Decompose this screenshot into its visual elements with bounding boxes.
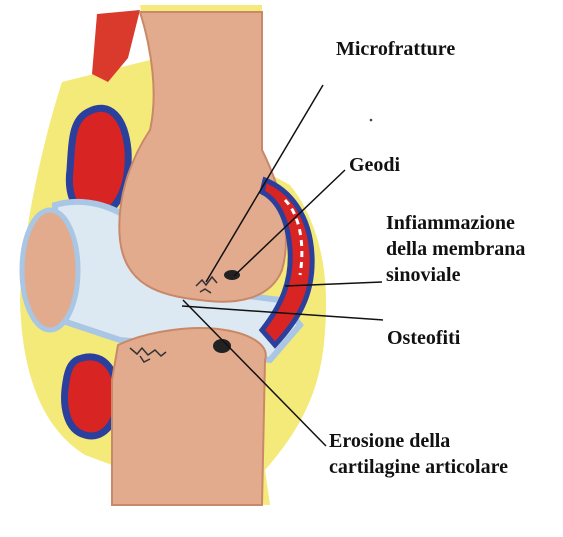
geode-cyst	[224, 270, 240, 280]
patella	[22, 210, 78, 330]
femur	[119, 12, 286, 302]
label-geodi-text: Geodi	[349, 152, 400, 178]
label-osteofiti: Osteofiti	[387, 325, 460, 351]
label-infiammazione-line-1: Infiammazione	[386, 210, 525, 236]
tibia	[112, 328, 266, 505]
label-osteofiti-text: Osteofiti	[387, 325, 460, 351]
label-infiammazione-line-3: sinoviale	[386, 262, 525, 288]
label-infiammazione: Infiammazione della membrana sinoviale	[386, 210, 525, 288]
label-infiammazione-line-2: della membrana	[386, 236, 525, 262]
stray-dot	[370, 119, 373, 122]
label-geodi: Geodi	[349, 152, 400, 178]
label-microfratture: Microfratture	[336, 36, 455, 62]
label-erosione: Erosione della cartilagine articolare	[329, 428, 508, 480]
label-microfratture-text: Microfratture	[336, 36, 455, 62]
synovium-lower	[65, 357, 118, 436]
label-erosione-line-1: Erosione della	[329, 428, 508, 454]
label-erosione-line-2: cartilagine articolare	[329, 454, 508, 480]
